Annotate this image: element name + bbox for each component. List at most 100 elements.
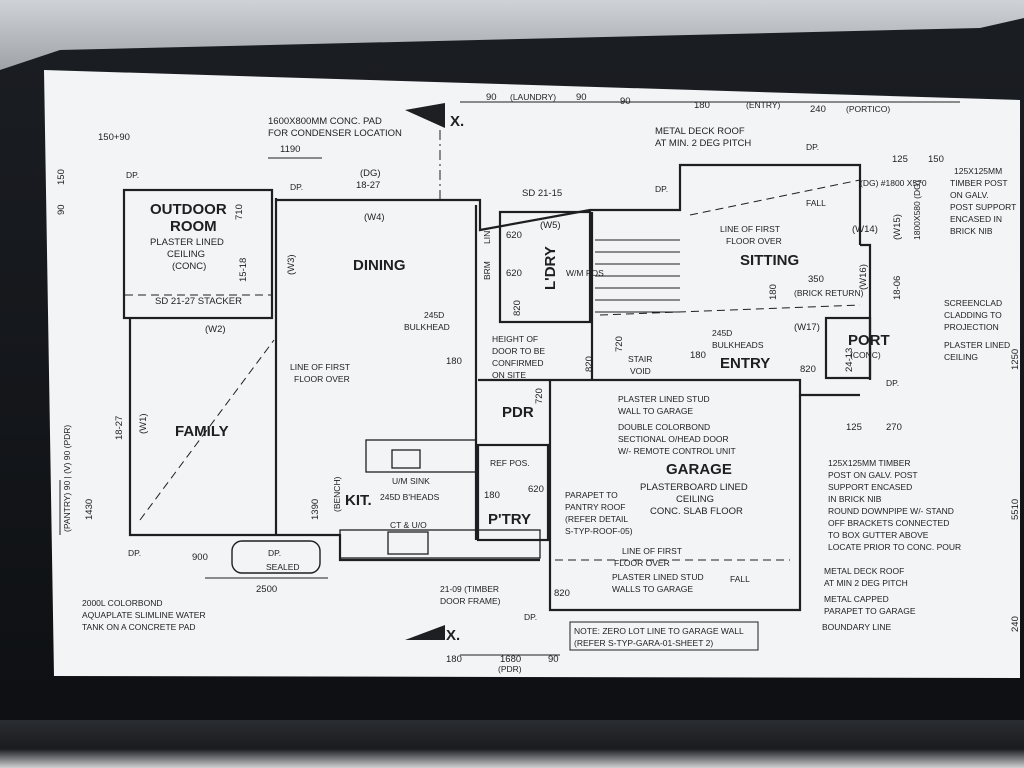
downpipe-label-8: DP.: [886, 378, 899, 388]
dim-180-a: 180: [446, 356, 462, 367]
downpipe-label-6: DP.: [268, 548, 281, 558]
note-line-first-1: LINE OF FIRST: [622, 546, 682, 556]
garage-north-wall: [550, 378, 860, 397]
note-timber-post-4: IN BRICK NIB: [828, 494, 882, 504]
room-label-pantry: P'TRY: [488, 511, 531, 528]
dim-18-06: 18-06: [892, 276, 903, 300]
note-line-first-2: FLOOR OVER: [614, 558, 670, 568]
downpipe-label-5: DP.: [128, 548, 141, 558]
dim-18-27: 18-27: [356, 180, 380, 191]
note-bulkhead-1: 245D: [424, 310, 444, 320]
note-bulkhead-2: BULKHEAD: [404, 322, 450, 332]
dim-top-e: 180: [694, 100, 710, 111]
note-colorbond-3: W/- REMOTE CONTROL UNIT: [618, 446, 736, 456]
note-tank-1: 2000L COLORBOND: [82, 598, 162, 608]
dim-2500: 2500: [256, 584, 277, 595]
dim-620-c: 620: [528, 484, 544, 495]
window-w17: (W17): [794, 322, 820, 333]
room-label-entry: ENTRY: [720, 355, 770, 372]
dim-1680: 1680: [500, 654, 521, 665]
note-um-sink: U/M SINK: [392, 476, 430, 486]
window-w2: (W2): [205, 324, 226, 335]
dim-720-b: 720: [534, 388, 545, 404]
dim-90-bottom: 90: [548, 654, 559, 665]
note-floor-over-1: LINE OF FIRST: [720, 224, 780, 234]
downpipe-label-1: DP.: [126, 170, 139, 180]
dim-180-d: 180: [768, 284, 779, 300]
note-plaster-stud-2: WALL TO GARAGE: [618, 406, 693, 416]
note-downpipe-4: LOCATE PRIOR TO CONC. POUR: [828, 542, 961, 552]
window-1800x580: 1800X580 (DG): [912, 180, 922, 240]
note-height-1: HEIGHT OF: [492, 334, 538, 344]
note-zero-lot-2: (REFER S-TYP-GARA-01-SHEET 2): [574, 638, 713, 648]
note-deck2-1: METAL DECK ROOF: [824, 566, 904, 576]
outdoor-note-3: (CONC): [172, 261, 206, 272]
dim-125: 125: [892, 154, 908, 165]
note-timber-frame-2: DOOR FRAME): [440, 596, 501, 606]
note-timber-frame-1: 21-09 (TIMBER: [440, 584, 499, 594]
note-post-5: ENCASED IN: [950, 214, 1002, 224]
window-w14: (W14): [852, 224, 878, 235]
note-deck2-2: AT MIN 2 DEG PITCH: [824, 578, 908, 588]
room-label-family: FAMILY: [175, 423, 229, 440]
note-family-floor-over-1: LINE OF FIRST: [290, 362, 350, 372]
note-parapet-2: PANTRY ROOF: [565, 502, 625, 512]
dim-720-a: 720: [614, 336, 625, 352]
water-tank: [231, 540, 321, 574]
note-boundary: BOUNDARY LINE: [822, 622, 891, 632]
note-stair-2: VOID: [630, 366, 651, 376]
note-family-floor-over-2: FLOOR OVER: [294, 374, 350, 384]
note-bheads: 245D B'HEADS: [380, 492, 440, 502]
dim-5510: 5510: [1010, 499, 1021, 520]
downpipe-label-7: DP.: [524, 612, 537, 622]
dim-24-13: 24-13: [844, 348, 855, 372]
note-plaster-walls-1: PLASTER LINED STUD: [612, 572, 704, 582]
dim-90: 90: [56, 204, 67, 215]
note-capped-1: METAL CAPPED: [824, 594, 889, 604]
dim-180-bottom: 180: [446, 654, 462, 665]
note-screenclad-3: PROJECTION: [944, 322, 999, 332]
dim-270: 270: [886, 422, 902, 433]
room-label-laundry: L'DRY: [542, 246, 559, 290]
outdoor-note-1: PLASTER LINED: [150, 237, 224, 248]
dim-820-a: 820: [512, 300, 523, 316]
room-label-outdoor-room: ROOM: [170, 218, 217, 235]
dim-125-b: 125: [846, 422, 862, 433]
pantry-walls: [476, 443, 550, 542]
dim-1190: 1190: [280, 144, 300, 155]
note-height-3: CONFIRMED: [492, 358, 543, 368]
section-label-bottom: X.: [446, 627, 460, 644]
dim-350: 350: [808, 274, 824, 285]
note-screenclad-1: SCREENCLAD: [944, 298, 1002, 308]
downpipe-label-3: DP.: [655, 184, 668, 194]
note-floor-over-2: FLOOR OVER: [726, 236, 782, 246]
outdoor-note-2: CEILING: [167, 249, 205, 260]
dim-15-18: 15-18: [238, 258, 249, 282]
dim-brick-return: (BRICK RETURN): [794, 288, 864, 298]
note-downpipe-2: OFF BRACKETS CONNECTED: [828, 518, 949, 528]
note-plaster-walls-2: WALLS TO GARAGE: [612, 584, 693, 594]
dim-top-f: (ENTRY): [746, 100, 780, 110]
downpipe-label-4: DP.: [806, 142, 819, 152]
dim-1250: 1250: [1010, 349, 1021, 370]
section-marker-top: [405, 103, 445, 128]
note-tank-3: TANK ON A CONCRETE PAD: [82, 622, 196, 632]
downpipe-label-2: DP.: [290, 182, 303, 192]
dimension-lines: [59, 101, 960, 656]
porch-walls: [824, 316, 872, 380]
walls: [122, 163, 872, 612]
note-stair-1: STAIR: [628, 354, 652, 364]
note-fall-2: FALL: [730, 574, 750, 584]
fixture-ref: REF POS.: [490, 458, 530, 468]
note-parapet-1: PARAPET TO: [565, 490, 618, 500]
window-w5: (W5): [540, 220, 561, 231]
note-parapet-3: (REFER DETAIL: [565, 514, 628, 524]
note-roof-2: AT MIN. 2 DEG PITCH: [655, 138, 751, 149]
dim-820-b: 820: [584, 356, 595, 372]
note-cooktop: CT & U/O: [390, 520, 427, 530]
dim-620-a: 620: [506, 230, 522, 241]
monitor-screen: [44, 70, 1020, 678]
note-post-3: ON GALV.: [950, 190, 989, 200]
window-w4: (W4): [364, 212, 385, 223]
note-fall-1: FALL: [806, 198, 826, 208]
